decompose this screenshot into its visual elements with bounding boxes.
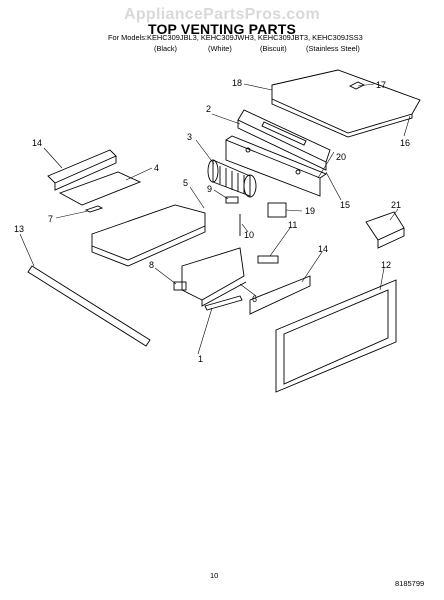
document-number: 8185799 xyxy=(395,579,425,588)
vent-duct xyxy=(237,109,331,163)
leader-5 xyxy=(189,186,205,209)
right-side-bracket xyxy=(249,275,311,315)
leader-11 xyxy=(269,227,291,257)
vent-housing xyxy=(181,247,245,301)
leader-2 xyxy=(211,113,241,125)
vent-plate xyxy=(58,171,142,206)
left-trim-strip xyxy=(27,265,151,347)
finish-stainless-steel: (Stainless Steel) xyxy=(306,44,360,53)
relay-bracket xyxy=(365,211,405,241)
callout-5: 5 xyxy=(183,178,188,188)
leader-17 xyxy=(357,83,375,87)
finish-biscuit: (Biscuit) xyxy=(260,44,287,53)
callout-15: 15 xyxy=(340,200,350,210)
left-side-bracket-flange xyxy=(54,156,117,191)
callout-3: 3 xyxy=(187,132,192,142)
finish-black: (Black) xyxy=(154,44,177,53)
thermal-switch xyxy=(173,281,187,291)
callout-2: 2 xyxy=(206,104,211,114)
callout-19: 19 xyxy=(305,206,315,216)
front-panel xyxy=(275,279,397,393)
duct-body-edge xyxy=(91,226,206,267)
blower-fins xyxy=(219,166,245,194)
callout-21: 21 xyxy=(391,200,401,210)
leader-15 xyxy=(325,171,342,201)
terminal-block xyxy=(257,255,279,264)
callout-8: 8 xyxy=(149,260,154,270)
leader-16 xyxy=(403,115,411,137)
bracket-hole xyxy=(245,147,251,153)
callout-20: 20 xyxy=(336,152,346,162)
leader-6 xyxy=(239,283,257,297)
rear-bracket xyxy=(225,139,321,197)
leader-21 xyxy=(389,208,399,221)
top-panel-edge xyxy=(271,99,413,138)
front-panel-inner xyxy=(283,289,389,385)
models-line: For Models:KEHC309JBL3, KEHC309JWH3, KEH… xyxy=(108,33,363,42)
leader-14-right xyxy=(301,251,323,283)
callout-6: 6 xyxy=(252,294,257,304)
callout-14-left: 14 xyxy=(32,138,42,148)
leader-20 xyxy=(317,151,335,179)
duct-body xyxy=(91,204,206,261)
callout-1: 1 xyxy=(198,354,203,364)
callout-7: 7 xyxy=(48,214,53,224)
sensor-probe xyxy=(204,295,243,311)
callout-11: 11 xyxy=(288,220,297,230)
leader-8 xyxy=(154,267,177,285)
leader-1 xyxy=(197,307,213,355)
leader-19 xyxy=(285,209,303,212)
vent-duct-slot xyxy=(261,121,307,146)
callout-13: 13 xyxy=(14,224,24,234)
top-panel xyxy=(271,69,421,134)
relay-bracket-tab xyxy=(377,228,405,249)
clip-part-7 xyxy=(84,205,104,213)
callout-10: 10 xyxy=(244,230,254,240)
page-title: TOP VENTING PARTS xyxy=(147,21,297,37)
callout-16: 16 xyxy=(400,138,410,148)
bracket-hole xyxy=(295,169,301,175)
callout-17: 17 xyxy=(376,80,386,90)
blower-motor-end xyxy=(207,159,219,183)
leader-9 xyxy=(213,189,229,200)
leader-18 xyxy=(243,83,273,91)
leader-3 xyxy=(195,139,215,165)
leader-12 xyxy=(379,267,385,291)
blower-motor xyxy=(212,159,251,197)
leader-7 xyxy=(55,210,89,219)
relay xyxy=(267,202,287,218)
limit-switch xyxy=(225,196,239,204)
callout-14-right: 14 xyxy=(318,244,328,254)
leader-10 xyxy=(241,223,249,233)
vent-housing-edge xyxy=(201,281,247,307)
callout-9: 9 xyxy=(207,184,212,194)
vent-duct-side xyxy=(237,120,327,171)
page-number: 10 xyxy=(210,571,219,580)
leader-14-left xyxy=(43,147,63,169)
finish-white: (White) xyxy=(208,44,232,53)
rear-bracket-flange xyxy=(225,135,327,179)
callout-18: 18 xyxy=(232,78,242,88)
callout-12: 12 xyxy=(381,260,391,270)
callout-4: 4 xyxy=(154,163,159,173)
watermark: AppliancePartsPros.com xyxy=(124,6,320,23)
leader-13 xyxy=(19,233,35,267)
leader-4 xyxy=(125,167,153,181)
